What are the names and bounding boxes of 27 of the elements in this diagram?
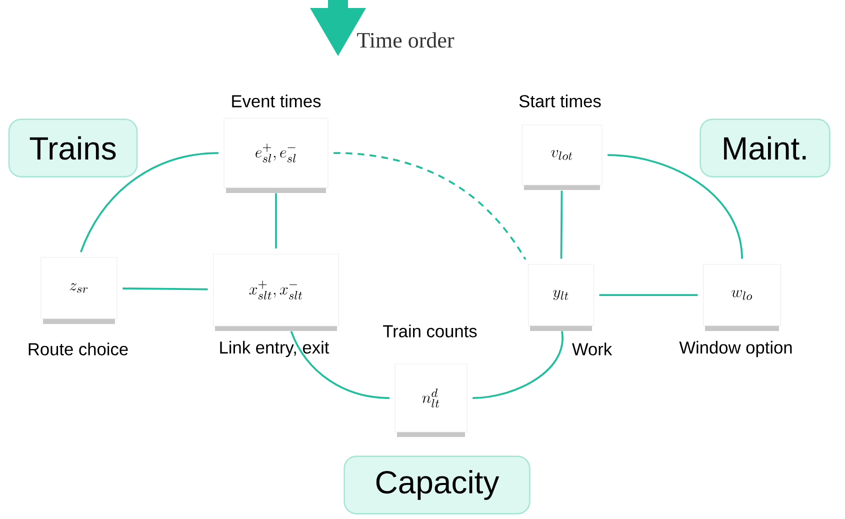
- variable-caption: Event times: [232, 94, 321, 108]
- connector: [334, 152, 526, 260]
- connector: [275, 193, 277, 248]
- variable-caption: Window option: [679, 340, 792, 358]
- variable-caption: Start times: [519, 94, 601, 108]
- group-tag: Capacity: [344, 456, 530, 514]
- connector: [122, 288, 208, 290]
- variable-box: $y_{lt}$: [528, 264, 594, 331]
- variable-box: $e^+_{sl}, e^-_{sl}$: [224, 118, 328, 193]
- variable-box: $x^+_{slt}, x^-_{slt}$: [213, 254, 339, 331]
- connector: [80, 152, 218, 252]
- axis-label: Time order: [357, 32, 454, 48]
- variable-caption: Route choice: [28, 342, 128, 356]
- variable-caption: Link entry, exit: [220, 340, 330, 358]
- connector: [290, 330, 390, 399]
- variable-box: $z_{sr}$: [40, 257, 118, 324]
- connector: [560, 190, 563, 259]
- variable-box: $n^d_{lt}$: [394, 364, 468, 437]
- variable-caption: Work: [572, 342, 612, 356]
- group-tag: Maint.: [700, 118, 830, 178]
- connector: [599, 294, 698, 296]
- connector: [472, 331, 564, 399]
- variable-caption: Train counts: [383, 324, 477, 338]
- variable-box: $w_{lo}$: [703, 264, 781, 331]
- group-tag: Trains: [8, 118, 138, 178]
- connector: [608, 154, 743, 259]
- variable-box: $v_{lot}$: [522, 124, 602, 190]
